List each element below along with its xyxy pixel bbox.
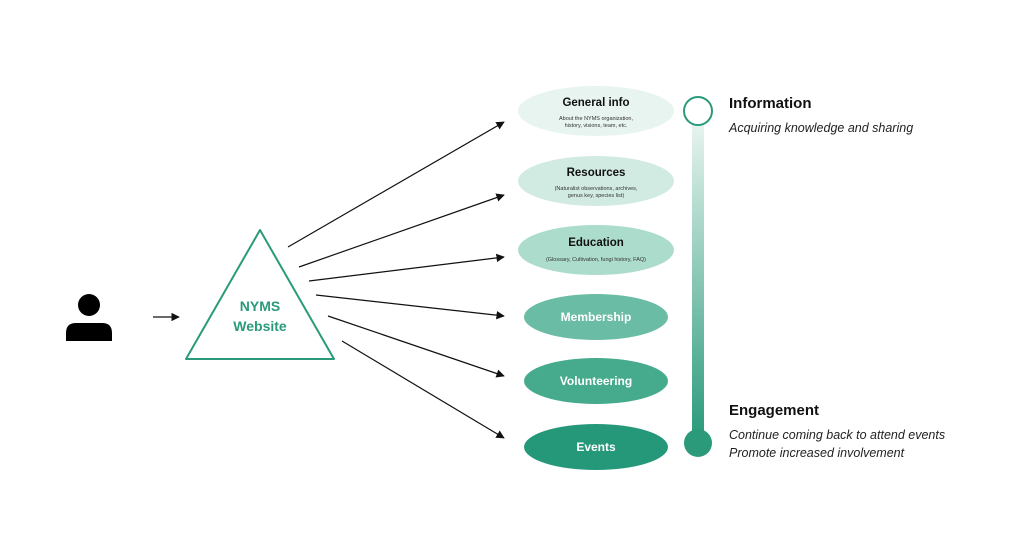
node-desc-line: About the NYMS organization, <box>559 116 633 122</box>
website-node: NYMS Website <box>185 229 335 360</box>
arrow-to-events <box>341 340 505 439</box>
node-education: Education (Glossary, Cultivation, fungi … <box>518 225 674 275</box>
node-desc-line: (Glossary, Cultivation, fungi history, F… <box>546 257 646 263</box>
information-desc: Acquiring knowledge and sharing <box>729 121 914 135</box>
node-desc-line: genus key, species list) <box>568 193 625 199</box>
node-general-info: General info About the NYMS organization… <box>518 86 674 136</box>
node-volunteering: Volunteering <box>524 358 668 404</box>
arrow-to-general-info <box>287 121 505 248</box>
engagement-title: Engagement <box>729 402 820 419</box>
engagement-scale <box>683 96 713 457</box>
node-title: Events <box>576 440 616 454</box>
node-desc-line: history, visions, team, etc. <box>565 123 628 129</box>
information-title: Information <box>729 95 812 112</box>
node-title: Education <box>568 237 624 249</box>
website-label-line1: NYMS <box>240 298 280 314</box>
node-title: General info <box>562 97 629 109</box>
arrow-to-resources <box>298 193 505 268</box>
engagement-desc-line-2: Promote increased involvement <box>729 446 905 460</box>
node-title: Membership <box>561 310 632 324</box>
node-membership: Membership <box>524 294 668 340</box>
arrows-group <box>287 121 505 439</box>
node-events: Events <box>524 424 668 470</box>
node-title: Resources <box>567 167 626 179</box>
arrow-to-volunteering <box>327 315 505 378</box>
scale-bottom-marker <box>684 429 712 457</box>
node-title: Volunteering <box>560 374 632 388</box>
arrow-to-education <box>308 253 505 282</box>
engagement-desc-line-1: Continue coming back to attend events <box>729 428 946 442</box>
node-resources: Resources (Naturalist observations, arch… <box>518 156 674 206</box>
website-label-line2: Website <box>233 318 287 334</box>
arrow-to-membership <box>315 294 505 320</box>
scale-bar <box>692 112 704 438</box>
user-icon <box>66 294 112 341</box>
node-desc-line: (Naturalist observations, archives, <box>555 186 638 192</box>
scale-top-marker <box>683 96 713 126</box>
